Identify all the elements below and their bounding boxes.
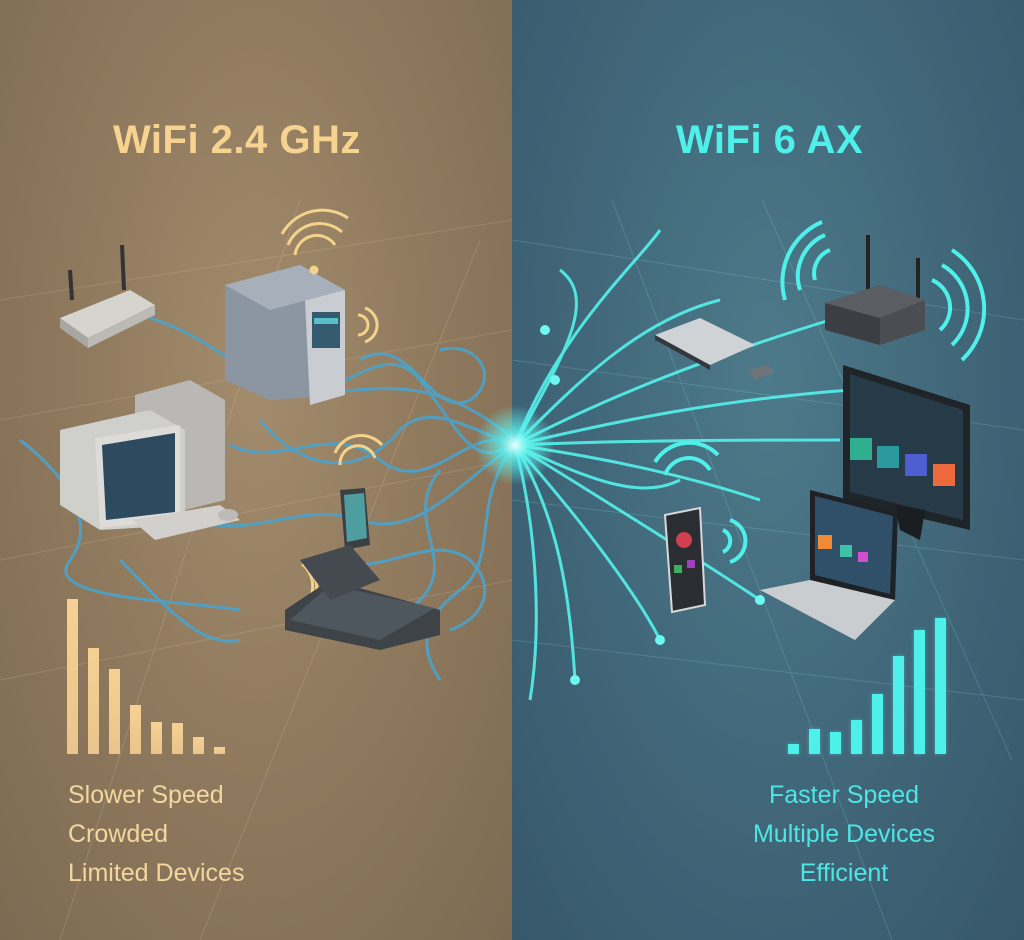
wifi-waves-icon [280, 208, 384, 610]
router-2.4-icon [60, 244, 155, 348]
crt-computer-icon [60, 380, 240, 540]
feature-item: Crowded [68, 820, 169, 848]
signal-bar [214, 747, 225, 754]
left-title: WiFi 2.4 GHz [113, 118, 361, 162]
signal-bars-decline [67, 594, 225, 754]
feature-item: Multiple Devices [752, 820, 935, 848]
mouse-icon [218, 509, 238, 521]
signal-bar [67, 599, 78, 754]
right-feature-list: Faster Speed Multiple Devices Efficient [738, 776, 950, 893]
signal-bar [88, 648, 99, 754]
wifi-waves-icon [653, 220, 987, 564]
signal-bar [830, 732, 841, 754]
signal-bar [893, 656, 904, 754]
signal-bars-growth [788, 594, 946, 754]
signal-bar [151, 722, 162, 754]
left-feature-list: Slower Speed Crowded Limited Devices [68, 776, 244, 893]
monitor-icon [843, 365, 970, 540]
signal-bar [172, 723, 183, 754]
signal-bar [109, 669, 120, 754]
desktop-tower-icon [225, 265, 345, 405]
keyboard-icon [132, 505, 240, 540]
signal-hub-glow [475, 405, 555, 485]
router-wifi6-icon [825, 235, 925, 345]
feature-item: Slower Speed [68, 781, 224, 809]
right-title: WiFi 6 AX [676, 118, 864, 162]
laptop-icon [760, 490, 898, 640]
signal-bar [851, 720, 862, 754]
feature-item: Faster Speed [768, 781, 920, 809]
signal-bar [935, 618, 946, 754]
signal-bar [872, 694, 883, 754]
circuit-grid-pattern [512, 199, 1024, 940]
signal-bar [193, 737, 204, 754]
smartphone-icon [663, 506, 707, 614]
flip-phone-icon [285, 488, 440, 650]
external-drive-icon [655, 318, 775, 380]
signal-bar [914, 630, 925, 754]
signal-bar [788, 744, 799, 754]
signal-bar [809, 729, 820, 754]
feature-item: Limited Devices [68, 859, 245, 887]
feature-item: Efficient [799, 859, 889, 887]
signal-bar [130, 705, 141, 754]
